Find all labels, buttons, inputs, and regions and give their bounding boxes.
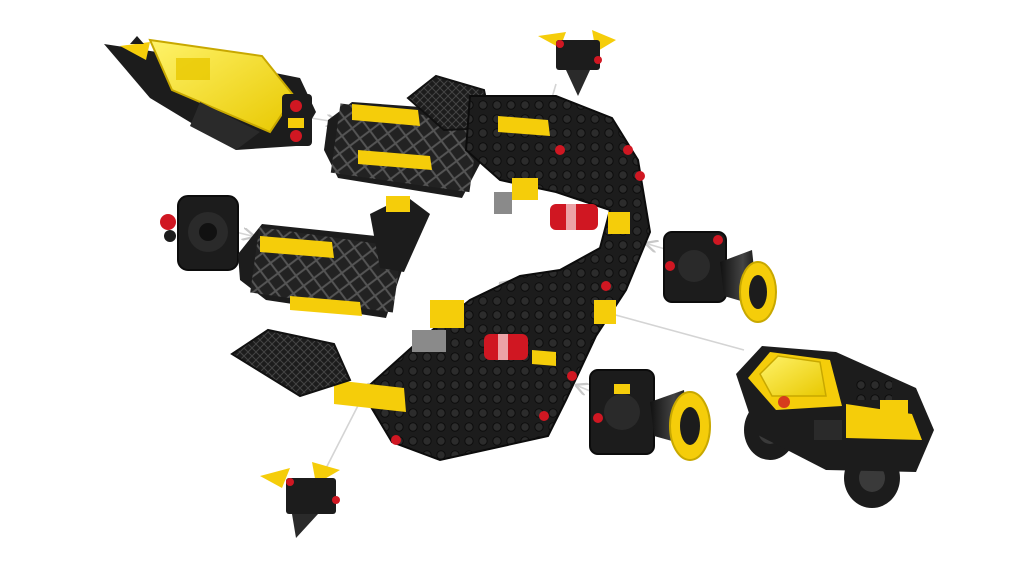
mothership-base xyxy=(230,74,652,462)
engine-pod-right-lower xyxy=(589,369,711,461)
engine-pod-right-upper xyxy=(663,231,777,323)
red-cylinder-upper xyxy=(550,204,598,230)
red-cylinder-lower xyxy=(484,334,528,360)
rover-vehicle xyxy=(736,346,934,508)
thruster-pod-left xyxy=(160,195,239,271)
small-fighter-top xyxy=(538,30,616,96)
shuttle-ship xyxy=(104,36,316,150)
small-fighter-bottom xyxy=(260,462,340,538)
